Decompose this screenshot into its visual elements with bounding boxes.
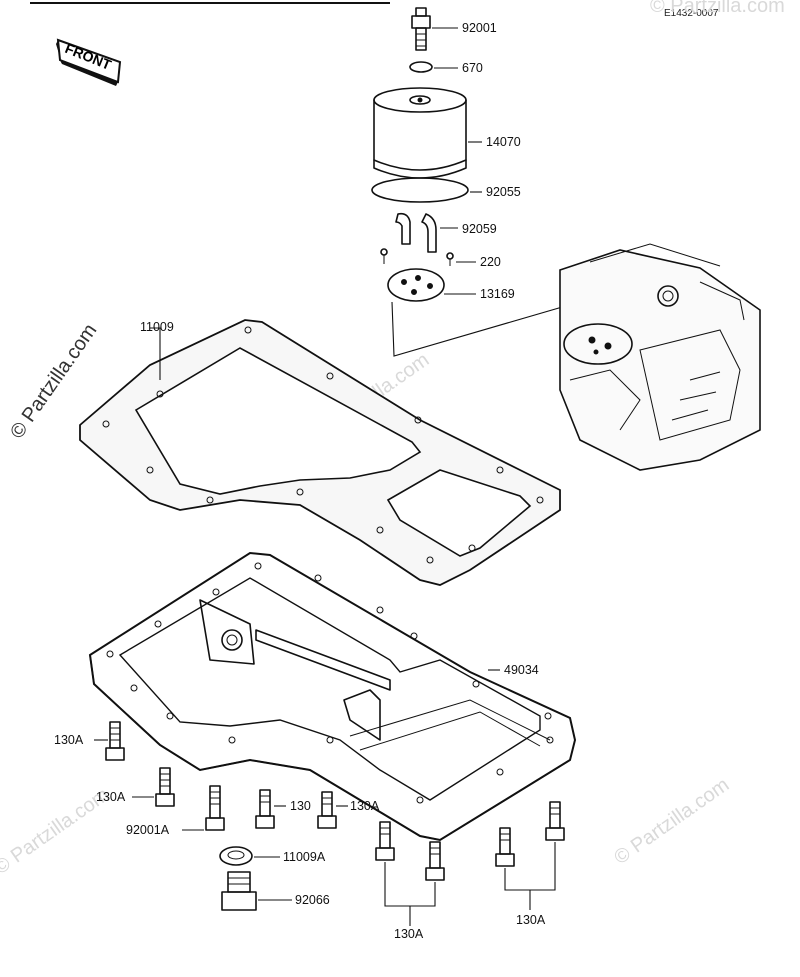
diagram-code: E1432-0007 [664,8,719,19]
label-14070: 14070 [486,135,521,149]
label-92059: 92059 [462,222,497,236]
washer-11009A [219,846,253,866]
engine-block-illustration [559,243,761,471]
oil-filter-14070 [373,87,467,179]
label-92066: 92066 [295,893,330,907]
pipe-92059 [395,212,437,253]
bolt-92001A [205,785,225,831]
label-130A-5: 130A [516,913,546,927]
front-arrow-icon: FRONT [56,38,122,86]
label-130A-2: 130A [96,790,126,804]
label-130A-3: 130A [350,799,380,813]
bolt-130 [255,789,275,829]
label-11009: 11009 [140,320,174,334]
label-220: 220 [480,255,501,269]
label-130A-1: 130A [54,733,84,747]
label-11009A: 11009A [283,850,326,864]
bolt-130A-3 [317,791,337,829]
o-ring-92055 [371,177,469,203]
label-130: 130 [290,799,311,813]
label-92055: 92055 [486,185,521,199]
engine-callout-line [391,295,601,357]
oil-pan-49034 [88,551,577,842]
drain-plug-92066 [221,871,257,911]
label-670: 670 [462,61,483,75]
bolt-130A-1 [105,721,125,761]
label-13169: 13169 [480,287,515,301]
label-92001A: 92001A [126,823,170,837]
bolt-130A-2 [155,767,175,807]
watermark-top-right: © Partzilla.com [650,0,785,17]
label-49034: 49034 [504,663,539,677]
label-92001: 92001 [462,21,497,35]
fitting-92001 [411,7,431,51]
label-130A-4: 130A [394,927,424,941]
gasket-11009 [79,319,561,586]
o-ring-670 [409,61,433,73]
watermark-bottom-right: © Partzilla.com [610,774,733,869]
screw-220 [380,248,454,266]
bolt-130A-4 [375,821,445,881]
bolt-130A-5 [495,801,565,867]
plate-13169 [387,268,445,302]
